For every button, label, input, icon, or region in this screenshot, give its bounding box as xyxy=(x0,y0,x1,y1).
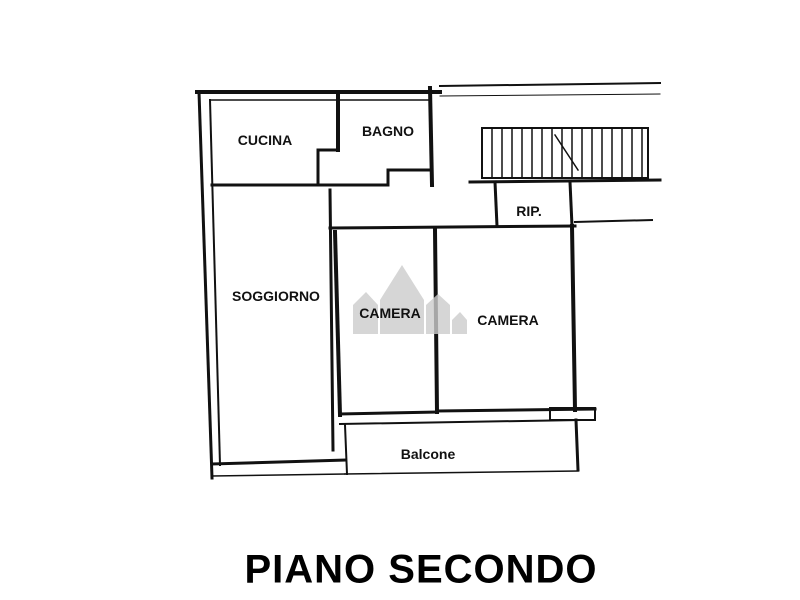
corridor-wall xyxy=(328,224,577,230)
living-bottom-wall xyxy=(210,458,347,466)
room-label-living: SOGGIORNO xyxy=(232,288,320,304)
room-label-balcony: Balcone xyxy=(400,446,456,462)
room-label-bedroom1: CAMERA xyxy=(359,305,421,321)
room-label-kitchen: CUCINA xyxy=(237,132,293,148)
floor-title: PIANO SECONDO xyxy=(244,547,598,592)
room-label-bathroom: BAGNO xyxy=(361,123,415,139)
kitchen-walls xyxy=(210,90,340,187)
top-wall xyxy=(195,81,662,101)
room-label-bedroom2: CAMERA xyxy=(477,312,539,328)
balcony-walls xyxy=(338,418,582,476)
bathroom-walls xyxy=(316,85,435,188)
left-wall xyxy=(197,90,222,480)
room-label-storage: RIP. xyxy=(516,203,542,219)
watermark-logo xyxy=(353,265,467,334)
storage-walls xyxy=(493,180,654,228)
bedroom2-walls xyxy=(435,223,597,421)
staircase xyxy=(468,127,662,184)
